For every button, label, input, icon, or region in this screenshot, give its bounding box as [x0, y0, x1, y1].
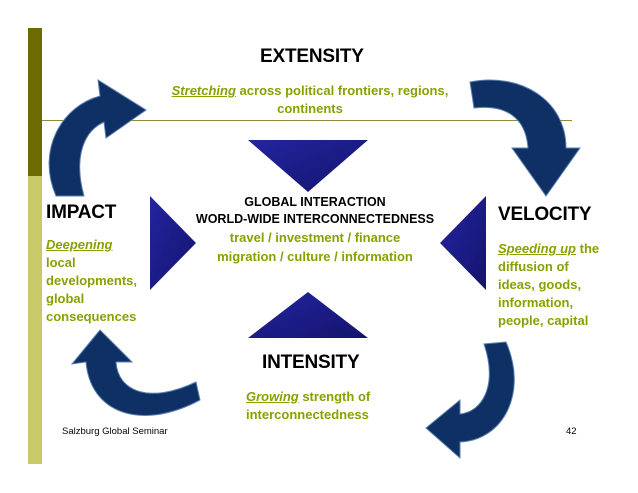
side-bar-light	[28, 176, 42, 464]
triangle-top	[248, 140, 368, 192]
extensity-description: Stretching across political frontiers, r…	[150, 82, 470, 118]
triangle-right	[440, 196, 486, 290]
center-block: GLOBAL INTERACTION WORLD-WIDE INTERCONNE…	[170, 194, 460, 266]
velocity-line-5: people, capital	[498, 313, 589, 328]
velocity-description: Speeding up the diffusion of ideas, good…	[498, 240, 618, 330]
intensity-line2: interconnectedness	[246, 407, 369, 422]
extensity-line2: continents	[277, 101, 343, 116]
intensity-line1: strength of	[298, 389, 371, 404]
side-bar-dark	[28, 28, 42, 176]
velocity-line-4: information,	[498, 295, 574, 310]
velocity-keyword: Speeding up	[498, 241, 576, 256]
extensity-line1: across political frontiers, regions,	[235, 83, 449, 98]
extensity-keyword: Stretching	[171, 83, 236, 98]
center-line-3: travel / investment / finance	[229, 230, 401, 245]
center-line-2: WORLD-WIDE INTERCONNECTEDNESS	[195, 212, 435, 226]
curved-arrow-top-right-icon	[469, 79, 581, 197]
velocity-line-2: diffusion of	[498, 259, 569, 274]
intensity-keyword: Growing	[246, 389, 299, 404]
velocity-line1: the	[576, 241, 600, 256]
footer-page-number: 42	[566, 426, 577, 437]
impact-keyword: Deepening	[46, 237, 113, 252]
extensity-title: EXTENSITY	[260, 46, 364, 67]
impact-title: IMPACT	[46, 202, 117, 223]
footer-organization: Salzburg Global Seminar	[62, 426, 168, 437]
center-line-1: GLOBAL INTERACTION	[244, 195, 386, 209]
triangle-bottom	[248, 292, 368, 338]
velocity-line-3: ideas, goods,	[498, 277, 582, 292]
impact-line-4: consequences	[46, 309, 137, 324]
header-rule	[42, 120, 572, 121]
impact-line-3: global	[46, 291, 85, 306]
impact-line-2: developments,	[46, 273, 138, 288]
impact-description: Deepening local developments, global con…	[46, 236, 156, 326]
impact-line-1: local	[46, 255, 76, 270]
velocity-title: VELOCITY	[498, 204, 592, 225]
curved-arrow-bottom-left-icon	[70, 329, 201, 416]
curved-arrow-bottom-right-icon	[425, 341, 515, 460]
intensity-title: INTENSITY	[262, 352, 360, 373]
intensity-description: Growing strength of interconnectedness	[246, 388, 416, 424]
curved-arrow-top-left-icon	[48, 79, 147, 197]
center-line-4: migration / culture / information	[217, 249, 413, 264]
triangle-left	[150, 196, 196, 290]
